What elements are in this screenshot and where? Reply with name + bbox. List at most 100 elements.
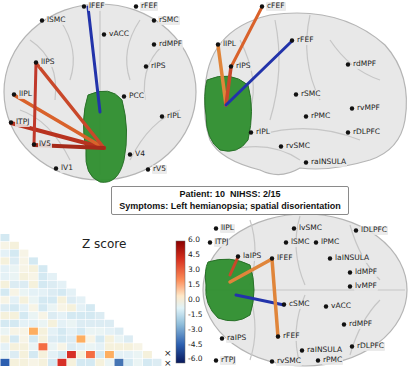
matrix-cell xyxy=(115,343,124,350)
region-label: rdMPF xyxy=(158,40,183,49)
region-dot xyxy=(160,114,164,118)
matrix-cell xyxy=(67,304,76,311)
matrix-cell xyxy=(86,335,95,342)
tick-label: 1.5 xyxy=(188,281,200,290)
matrix-cell xyxy=(1,328,10,335)
region-label: rFEF xyxy=(140,2,158,11)
matrix-cell xyxy=(39,328,48,335)
matrix-cell xyxy=(48,328,57,335)
region-label: rV5 xyxy=(152,165,167,174)
marker-symbol: × xyxy=(164,358,172,368)
matrix-cell xyxy=(10,312,19,319)
region-dot xyxy=(348,270,352,274)
sulci xyxy=(205,216,405,364)
region-dot xyxy=(270,256,274,260)
matrix-cell xyxy=(58,359,67,366)
region-dot xyxy=(54,166,58,170)
matrix-cell xyxy=(20,296,29,303)
matrix-cell xyxy=(86,320,95,327)
matrix-cell xyxy=(1,304,10,311)
matrix-cell xyxy=(86,328,95,335)
matrix-cell xyxy=(86,351,95,358)
matrix-cell xyxy=(29,351,38,358)
region-label: lV1 xyxy=(60,164,74,173)
matrix-cell xyxy=(77,320,86,327)
matrix-cell xyxy=(1,351,10,358)
connection-line xyxy=(14,95,104,148)
matrix-cell xyxy=(1,250,10,257)
region-dot xyxy=(12,92,16,96)
region-dot xyxy=(134,4,138,8)
region-dot xyxy=(82,4,86,8)
matrix-cell xyxy=(67,359,76,366)
z-score-matrix xyxy=(1,234,162,366)
region-dot xyxy=(284,240,288,244)
region-label: lDLPFC xyxy=(360,226,388,235)
matrix-cell xyxy=(1,234,10,241)
region-label: lSMC xyxy=(46,16,67,25)
matrix-cell xyxy=(20,312,29,319)
region-label: vACC xyxy=(108,30,130,39)
matrix-cell xyxy=(96,312,105,319)
matrix-cell xyxy=(67,296,76,303)
matrix-cell xyxy=(124,351,133,358)
region-dot xyxy=(102,32,106,36)
matrix-cell xyxy=(105,335,114,342)
matrix-cell xyxy=(77,335,86,342)
matrix-cell xyxy=(105,320,114,327)
region-label: cFEF xyxy=(266,2,286,11)
matrix-cell xyxy=(29,281,38,288)
region-dot xyxy=(214,226,218,230)
region-dot xyxy=(9,120,13,124)
matrix-cell xyxy=(29,265,38,272)
matrix-cell xyxy=(29,312,38,319)
matrix-cell xyxy=(86,312,95,319)
matrix-cell xyxy=(39,281,48,288)
region-label: raINSULA xyxy=(310,158,347,167)
region-dot xyxy=(276,334,280,338)
matrix-cell xyxy=(115,335,124,342)
matrix-cell xyxy=(1,281,10,288)
matrix-cell xyxy=(77,351,86,358)
matrix-cell xyxy=(48,343,57,350)
region-label: raINSULA xyxy=(306,346,343,355)
matrix-cell xyxy=(20,265,29,272)
patient-info: Patient: 10 NIHSS: 2/15 xyxy=(118,189,342,201)
sulci xyxy=(230,15,380,160)
matrix-cell xyxy=(67,320,76,327)
matrix-cell xyxy=(1,312,10,319)
matrix-cell xyxy=(1,273,10,280)
region-label: lIPL xyxy=(18,90,33,99)
matrix-cell xyxy=(1,359,10,366)
matrix-cell xyxy=(105,328,114,335)
marker-symbol: × xyxy=(164,348,172,358)
matrix-cell xyxy=(20,343,29,350)
matrix-cell xyxy=(1,296,10,303)
connection-line xyxy=(218,45,226,105)
symptoms-text: Symptoms: Left hemianopsia; spatial diso… xyxy=(118,201,342,213)
region-dot xyxy=(152,42,156,46)
connection-line xyxy=(11,123,104,148)
region-label: lV5 xyxy=(38,140,52,149)
colorbar-title: Z score xyxy=(82,238,126,252)
region-label: lvSMC xyxy=(298,224,323,233)
matrix-cell xyxy=(58,335,67,342)
matrix-cell xyxy=(67,328,76,335)
region-dot xyxy=(208,240,212,244)
matrix-cell xyxy=(58,296,67,303)
matrix-cell xyxy=(20,328,29,335)
region-label: lIPS xyxy=(40,58,56,67)
matrix-cell xyxy=(58,304,67,311)
region-dot xyxy=(34,60,38,64)
matrix-cell xyxy=(39,296,48,303)
matrix-cell xyxy=(96,343,105,350)
region-label: rDLPFC xyxy=(356,342,385,351)
matrix-cell xyxy=(134,343,143,350)
matrix-cell xyxy=(39,304,48,311)
matrix-cell xyxy=(29,328,38,335)
region-dot xyxy=(282,302,286,306)
matrix-cell xyxy=(29,343,38,350)
region-dot xyxy=(300,348,304,352)
matrix-cell xyxy=(77,359,86,366)
matrix-cell xyxy=(10,343,19,350)
